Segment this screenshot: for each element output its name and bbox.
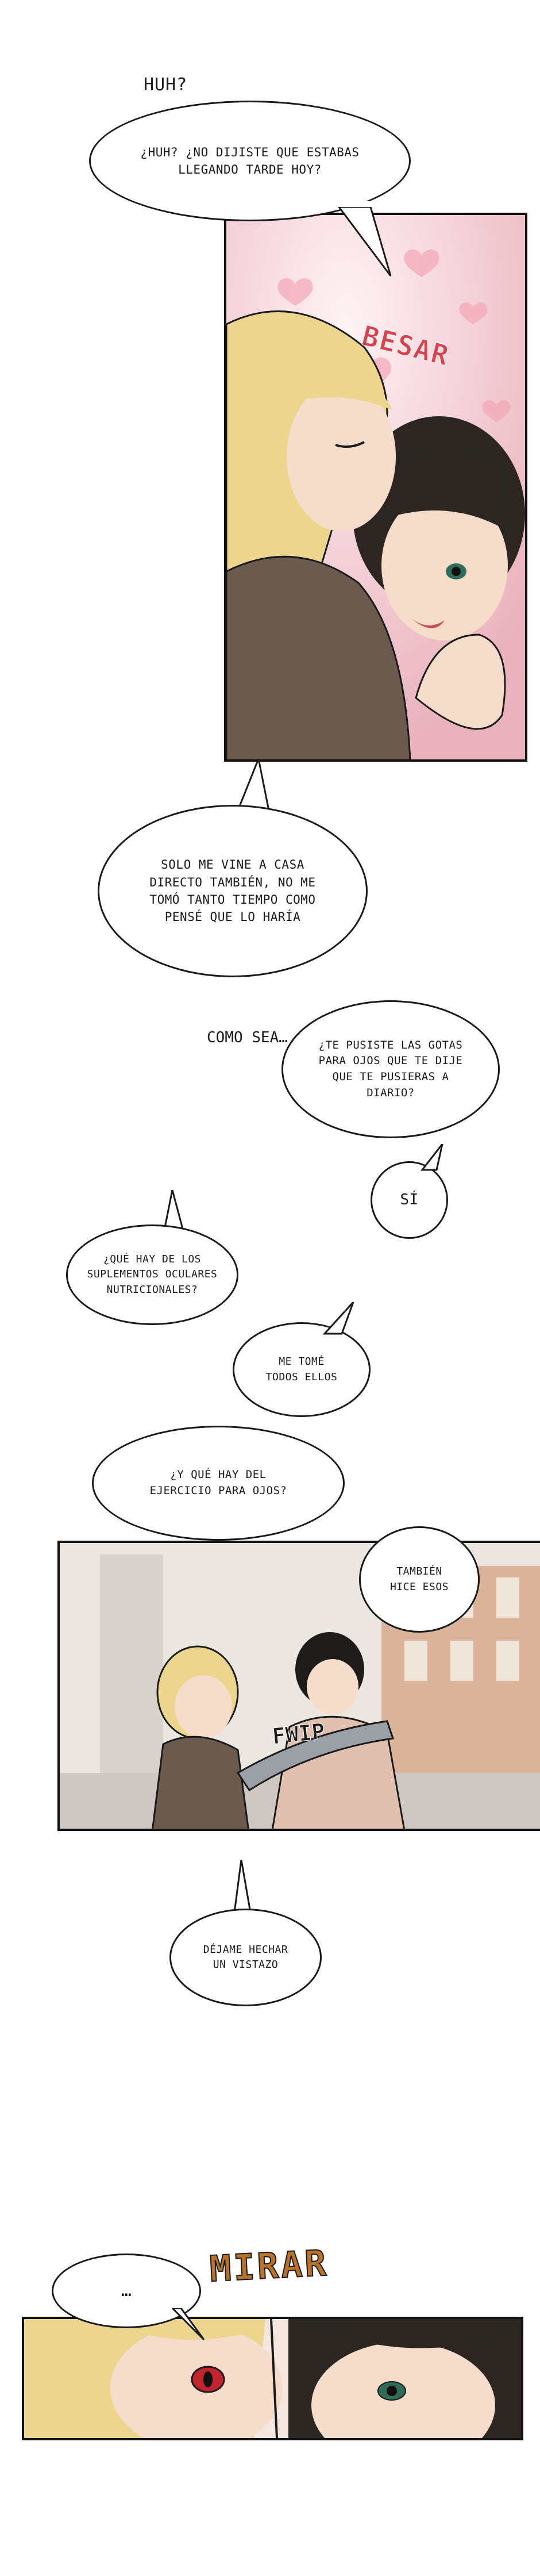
speech-bubble-5: ¿QUÉ HAY DE LOS SUPLEMENTOS OCULARES NUT… <box>66 1224 238 1325</box>
speech-text-5: ¿QUÉ HAY DE LOS SUPLEMENTOS OCULARES NUT… <box>87 1253 218 1296</box>
speech-bubble-4: SÍ <box>371 1161 448 1239</box>
fwip-illustration <box>60 1543 540 1829</box>
panel-mirar <box>22 2317 523 2440</box>
speech-text-6: ME TOMÉ TODOS ELLOS <box>265 1356 338 1383</box>
speech-bubble-9: DÉJAME HECHAR UN VISTAZO <box>169 1909 322 2006</box>
speech-text-8: TAMBIÉN HICE ESOS <box>389 1565 449 1593</box>
caption-huh: HUH? <box>144 75 188 95</box>
speech-bubble-3: ¿TE PUSISTE LAS GOTAS PARA OJOS QUE TE D… <box>281 1000 500 1138</box>
bubble-6-tail <box>322 1302 354 1335</box>
panel-kiss: BESAR <box>224 213 527 762</box>
mirar-illustration <box>24 2319 521 2438</box>
speech-text-2: SOLO ME VINE A CASA DIRECTO TAMBIÉN, NO … <box>149 858 316 924</box>
bubble-4-tail <box>420 1144 443 1171</box>
kiss-illustration <box>226 215 525 759</box>
speech-bubble-8: TAMBIÉN HICE ESOS <box>359 1526 480 1633</box>
speech-text-10: … <box>121 2281 132 2301</box>
speech-text-1: ¿HUH? ¿NO DIJISTE QUE ESTABAS LLEGANDO T… <box>140 145 360 176</box>
speech-bubble-6: ME TOMÉ TODOS ELLOS <box>233 1322 371 1417</box>
caption-como-sea: COMO SEA… <box>207 1029 288 1046</box>
speech-text-3: ¿TE PUSISTE LAS GOTAS PARA OJOS QUE TE D… <box>318 1038 463 1099</box>
speech-bubble-1: ¿HUH? ¿NO DIJISTE QUE ESTABAS LLEGANDO T… <box>89 101 411 221</box>
speech-text-4: SÍ <box>400 1191 419 1208</box>
speech-text-7: ¿Y QUÉ HAY DEL EJERCICIO PARA OJOS? <box>149 1468 287 1497</box>
bubble-10-tail <box>172 2308 205 2341</box>
speech-text-9: DÉJAME HECHAR UN VISTAZO <box>203 1943 288 1971</box>
speech-bubble-2: SOLO ME VINE A CASA DIRECTO TAMBIÉN, NO … <box>98 805 368 977</box>
speech-bubble-7: ¿Y QUÉ HAY DEL EJERCICIO PARA OJOS? <box>92 1426 345 1541</box>
bubble-1-tail <box>336 201 399 277</box>
speech-bubble-10: … <box>52 2253 201 2328</box>
sfx-mirar: MIRAR <box>208 2241 330 2291</box>
